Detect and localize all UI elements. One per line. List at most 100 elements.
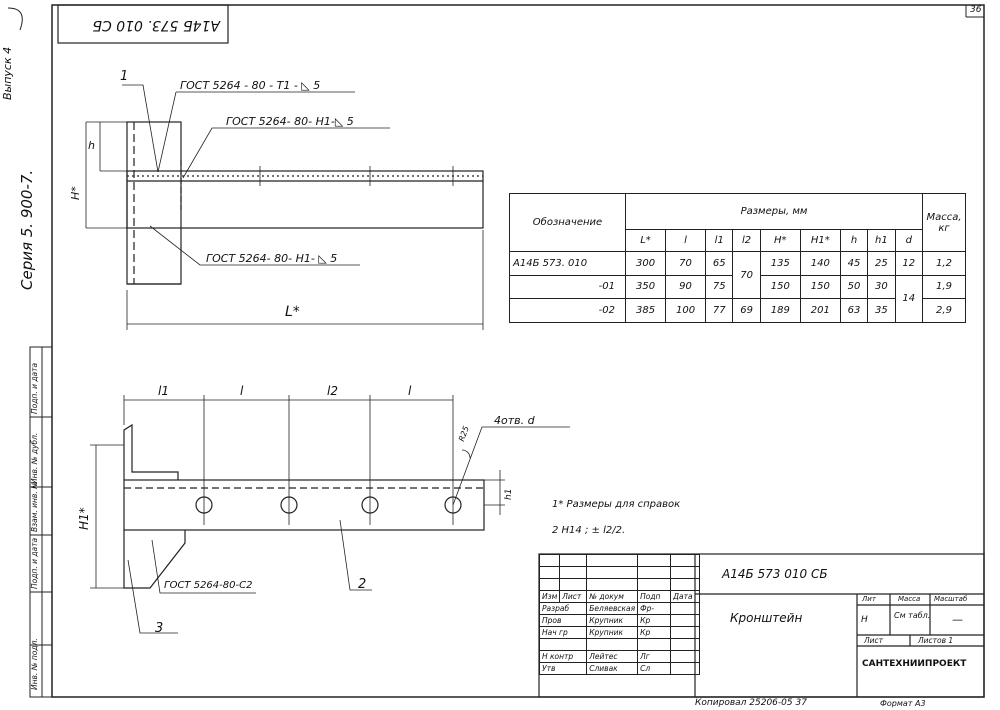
table-row: А14Б 573. 010 300 70 65 70 135 140 45 25… bbox=[509, 250, 966, 300]
th-list: Лист bbox=[559, 590, 588, 603]
stamp-label-4: Подп. и дата bbox=[30, 537, 39, 589]
sub-header-L: L* bbox=[624, 229, 667, 252]
item-3-label: 3 bbox=[155, 621, 164, 636]
th-doc: № докум bbox=[586, 590, 639, 603]
signature: Лг bbox=[637, 650, 672, 663]
sub-header-h1: h1 bbox=[867, 229, 896, 252]
signature: Кр bbox=[637, 614, 672, 627]
cell-l2-merged: 70 bbox=[732, 250, 761, 300]
th-date: Дата bbox=[670, 590, 701, 603]
cell: 2,9 bbox=[922, 298, 966, 323]
spec-table: Обозначение Размеры, мм Масса, кг L* l l… bbox=[509, 193, 966, 324]
signature: Кр bbox=[637, 626, 672, 639]
format-label: Формат А3 bbox=[880, 699, 926, 708]
sub-header-l1: l1 bbox=[705, 229, 734, 252]
cell: 45 bbox=[839, 251, 869, 276]
cell: 140 bbox=[799, 251, 841, 276]
mass-label: Масса bbox=[898, 595, 921, 603]
scale-value: — bbox=[952, 613, 963, 626]
org-name: САНТЕХНИИПРОЕКТ bbox=[862, 659, 967, 669]
cell: 135 bbox=[759, 251, 801, 276]
dim-H-star: H* bbox=[69, 186, 82, 200]
col-designation: Обозначение bbox=[509, 193, 626, 252]
signature: Сл bbox=[637, 662, 672, 675]
top-view bbox=[85, 84, 484, 330]
title-part-name: Кронштейн bbox=[730, 611, 803, 625]
copied-label: Копировал 25206-05 37 bbox=[695, 698, 807, 708]
cell: 35 bbox=[867, 298, 896, 323]
dim-h: h bbox=[88, 139, 95, 152]
cell: 69 bbox=[732, 298, 761, 323]
lit-value: Н bbox=[861, 615, 868, 625]
dim-l1: l1 bbox=[158, 384, 169, 398]
stamp-label-1: Подп. и дата bbox=[30, 362, 39, 414]
table-row: -02 385 100 77 69 189 201 63 35 2,9 bbox=[509, 298, 966, 323]
table-row: Утв Сливак Сл bbox=[538, 662, 701, 675]
dim-l2: l2 bbox=[327, 384, 338, 398]
row-designation: -01 bbox=[509, 274, 626, 300]
dim-H1-star: H1* bbox=[77, 507, 91, 530]
cell: 189 bbox=[759, 298, 801, 323]
item-2-label: 2 bbox=[358, 577, 367, 592]
weld-mid-label: ГОСТ 5264- 80- Н1-◺ 5 bbox=[226, 115, 354, 128]
cell: 90 bbox=[665, 274, 707, 300]
col-mass: Масса, кг bbox=[922, 193, 966, 252]
person: Крупник bbox=[586, 626, 639, 639]
scale-label: Масштаб bbox=[934, 595, 968, 603]
person: Беляевская bbox=[586, 602, 639, 615]
col-sizes: Размеры, мм bbox=[625, 193, 923, 230]
dim-h1: h1 bbox=[504, 488, 514, 500]
role: Утв bbox=[538, 662, 588, 675]
table-row: Н контр Лейтес Лг bbox=[538, 650, 701, 663]
stamp-label-2: Инв. № дубл. bbox=[30, 432, 39, 484]
mass-value: См табл. bbox=[894, 611, 931, 620]
side-label-issue: Выпуск 4 bbox=[1, 46, 14, 100]
front-view bbox=[90, 395, 570, 634]
sub-header-l2: l2 bbox=[732, 229, 761, 252]
person: Лейтес bbox=[586, 650, 639, 663]
stamp-label-3: Взам. инв. № bbox=[30, 481, 39, 532]
cell: 70 bbox=[665, 251, 707, 276]
cell: 150 bbox=[799, 274, 841, 300]
weld-low-label: ГОСТ 5264- 80- Н1- ◺ 5 bbox=[206, 252, 338, 265]
sub-header-H: H* bbox=[759, 229, 801, 252]
th-sign: Подп bbox=[637, 590, 672, 603]
th-izm: Изм bbox=[538, 590, 561, 603]
role: Нач гр bbox=[538, 626, 588, 639]
role: Н контр bbox=[538, 650, 588, 663]
weld-bottom-label: ГОСТ 5264-80-С2 bbox=[164, 580, 253, 591]
title-doc-code: А14Б 573 010 СБ bbox=[722, 567, 828, 581]
person: Крупник bbox=[586, 614, 639, 627]
cell: 1,9 bbox=[922, 274, 966, 300]
cell: 75 bbox=[705, 274, 734, 300]
cell: 150 bbox=[759, 274, 801, 300]
note-2: 2 Н14 ; ± l2/2. bbox=[552, 525, 626, 536]
stamp-column bbox=[29, 346, 53, 698]
role: Пров bbox=[538, 614, 588, 627]
doc-code-box bbox=[57, 4, 229, 44]
cell: 350 bbox=[624, 274, 667, 300]
sheet-label: Лист bbox=[864, 636, 884, 645]
page-number: 36 bbox=[970, 5, 982, 15]
signature: Фр- bbox=[637, 602, 672, 615]
sub-header-H1: H1* bbox=[799, 229, 841, 252]
sub-header-h: h bbox=[839, 229, 869, 252]
cell: 201 bbox=[799, 298, 841, 323]
sheets-label: Листов 1 bbox=[918, 636, 954, 645]
cell: 63 bbox=[839, 298, 869, 323]
row-designation: А14Б 573. 010 bbox=[509, 251, 626, 276]
cell: 12 bbox=[894, 251, 924, 276]
cell: 77 bbox=[705, 298, 734, 323]
cell: 1,2 bbox=[922, 251, 966, 276]
cell: 100 bbox=[665, 298, 707, 323]
holes-label: 4отв. d bbox=[494, 414, 535, 427]
doc-code-rotated: А14Б 573. 010 СБ bbox=[92, 17, 220, 33]
dim-l-b: l bbox=[408, 384, 412, 398]
table-row: Нач гр Крупник Кр bbox=[538, 626, 701, 639]
stamp-label-5: Инв. № подл. bbox=[30, 638, 39, 690]
cell: 385 bbox=[624, 298, 667, 323]
cell-d-merged: 14 bbox=[894, 274, 924, 324]
side-label-series: Серия 5. 900-7. bbox=[18, 169, 36, 290]
title-block-grid: Изм Лист № докум Подп Дата Разраб Беляев… bbox=[538, 554, 701, 675]
